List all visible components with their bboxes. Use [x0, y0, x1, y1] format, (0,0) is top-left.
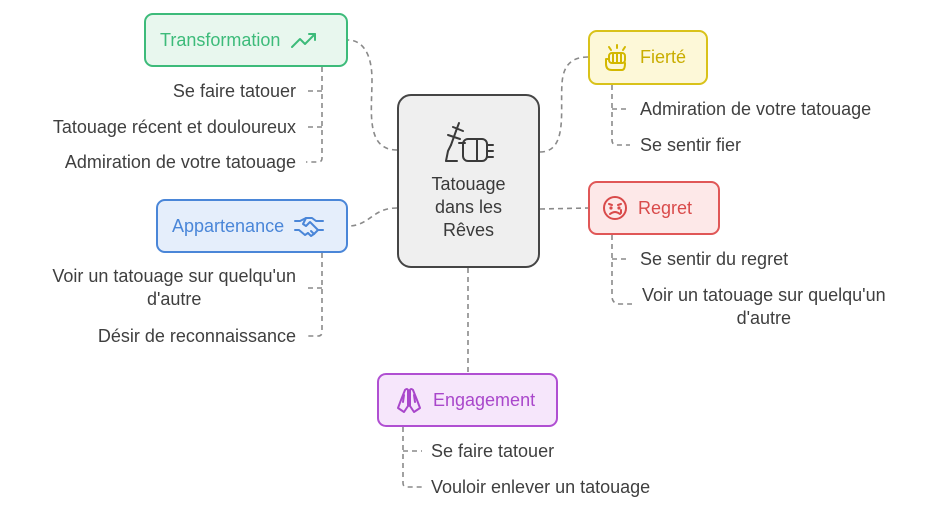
- transformation-node: Transformation: [144, 13, 348, 67]
- engagement-item-1: Se faire tatouer: [431, 441, 555, 461]
- regret-node: Regret: [588, 181, 720, 235]
- fierte-item-1: Admiration de votre tatouage: [640, 99, 872, 119]
- tattoo-machine-icon: [443, 121, 495, 165]
- transformation-item-2: Tatouage récent et douloureux: [52, 117, 296, 137]
- engagement-item-2: Vouloir enlever un tatouage: [431, 477, 651, 497]
- praying-hands-icon: [395, 386, 423, 414]
- raised-fist-icon: [604, 43, 630, 72]
- appartenance-item-2: Désir de reconnaissance: [97, 326, 296, 346]
- engagement-label: Engagement: [433, 389, 536, 410]
- central-topic-node: Tatouage dans les Rêves: [397, 94, 540, 268]
- appartenance-node: Appartenance: [156, 199, 348, 253]
- transformation-item-3: Admiration de votre tatouage: [64, 152, 296, 172]
- central-topic-title: Tatouage dans les Rêves: [431, 173, 506, 240]
- regret-label: Regret: [638, 197, 693, 218]
- transformation-item-1: Se faire tatouer: [172, 81, 296, 101]
- fierte-item-2: Se sentir fier: [640, 135, 742, 155]
- transformation-label: Transformation: [160, 29, 281, 50]
- engagement-node: Engagement: [377, 373, 558, 427]
- sad-face-icon: [602, 195, 628, 221]
- regret-item-2: Voir un tatouage sur quelqu'un d'autre: [642, 285, 886, 328]
- regret-item-1: Se sentir du regret: [640, 249, 789, 269]
- appartenance-item-1: Voir un tatouage sur quelqu'un d'autre: [52, 266, 296, 309]
- appartenance-label: Appartenance: [172, 215, 285, 236]
- handshake-icon: [294, 215, 325, 237]
- fierte-label: Fierté: [640, 47, 687, 67]
- fierte-node: Fierté: [588, 30, 708, 85]
- trending-up-icon: [290, 30, 318, 50]
